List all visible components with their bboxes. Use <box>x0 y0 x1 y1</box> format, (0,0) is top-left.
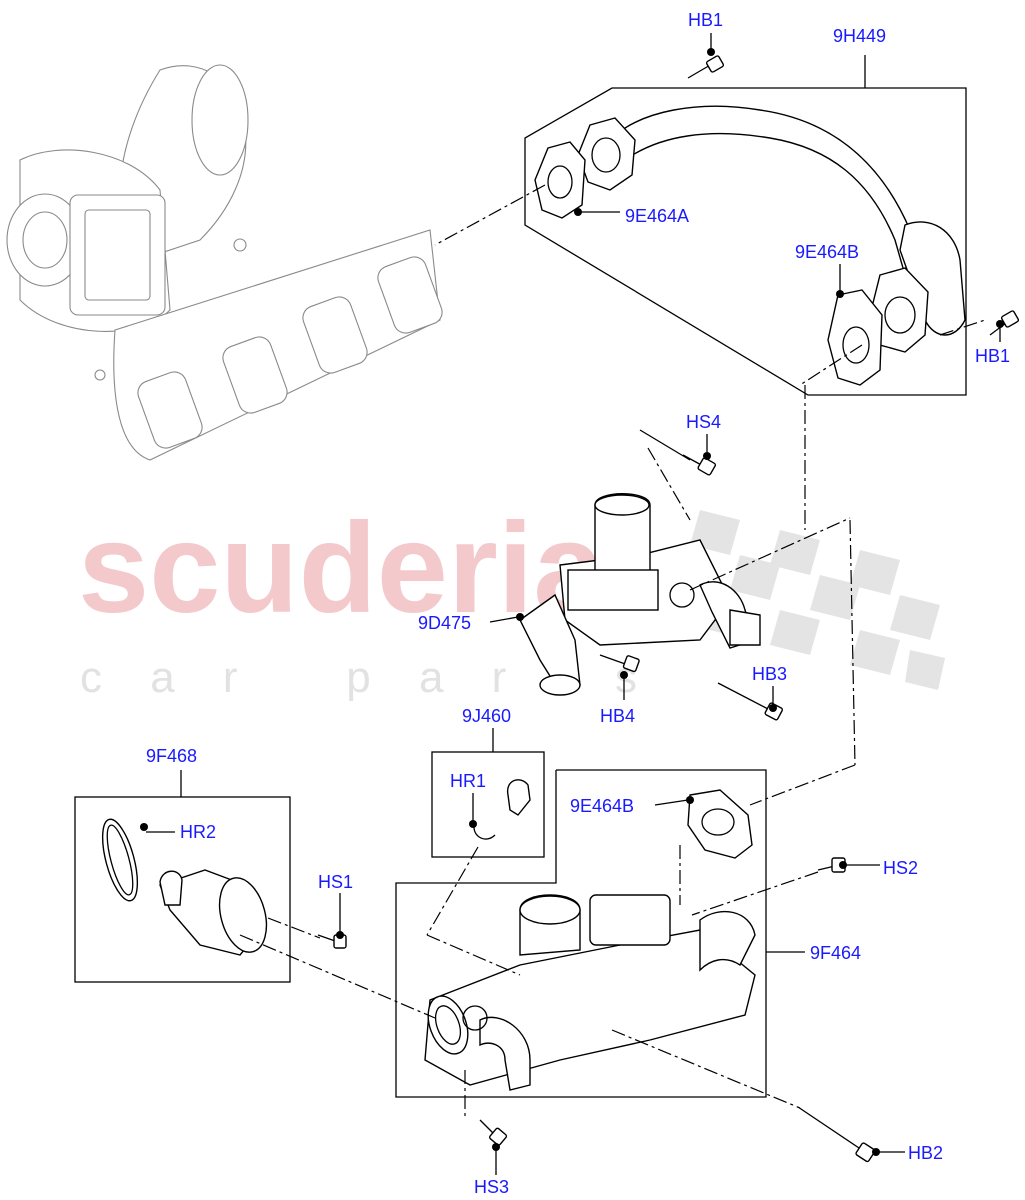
egr-valve-9d475 <box>519 429 856 806</box>
label-9d475: 9D475 <box>418 613 471 633</box>
bolt-hb1-right <box>989 310 1020 336</box>
bolt-hs3 <box>479 1119 508 1146</box>
gasket-9e464b-bottom <box>687 789 753 859</box>
turbocharger-manifold-ghost <box>6 64 443 461</box>
watermark: scuderia c a r p a r t s <box>78 497 945 702</box>
label-9f468: 9F468 <box>146 746 197 766</box>
bolt-hb2 <box>797 1106 876 1163</box>
label-hs1: HS1 <box>318 872 353 892</box>
pipe-group-frame <box>524 55 967 396</box>
label-hb2: HB2 <box>908 1143 943 1163</box>
leader-lines <box>140 33 1004 1175</box>
label-hb3: HB3 <box>752 664 787 684</box>
bolt-hb4 <box>599 654 640 673</box>
label-9h449: 9H449 <box>833 26 886 46</box>
bolt-hs4 <box>682 454 717 476</box>
sensor-group-9j460 <box>431 728 545 858</box>
label-hr1: HR1 <box>450 771 486 791</box>
label-hs4: HS4 <box>686 412 721 432</box>
egr-cooler-group-frame <box>395 769 767 1098</box>
connector-lines-upper <box>434 184 986 530</box>
egr-pipe-9h449 <box>577 105 966 353</box>
label-9f464: 9F464 <box>810 943 861 963</box>
bolt-hs1 <box>317 934 347 949</box>
label-hs3: HS3 <box>474 1177 509 1197</box>
label-hb4: HB4 <box>600 706 635 726</box>
connector-lines-lower <box>239 845 819 1120</box>
label-hs2: HS2 <box>883 858 918 878</box>
label-hb1-right: HB1 <box>975 346 1010 366</box>
label-9e464b-bottom: 9E464B <box>570 796 634 816</box>
callout-labels: HB1 9H449 9E464A 9E464B HB1 HS4 9D475 HB… <box>146 10 1010 1197</box>
label-hr2: HR2 <box>180 822 216 842</box>
label-9j460: 9J460 <box>462 706 511 726</box>
label-hb1-top: HB1 <box>688 10 723 30</box>
label-9e464b-top: 9E464B <box>795 242 859 262</box>
actuator-group-9f468 <box>74 770 291 983</box>
bolt-hb1-top <box>687 55 725 79</box>
label-9e464a: 9E464A <box>625 206 689 226</box>
egr-cooler-9f464 <box>424 894 756 1091</box>
gasket-9e464b-top <box>827 289 883 386</box>
gasket-9e464a <box>534 141 586 219</box>
